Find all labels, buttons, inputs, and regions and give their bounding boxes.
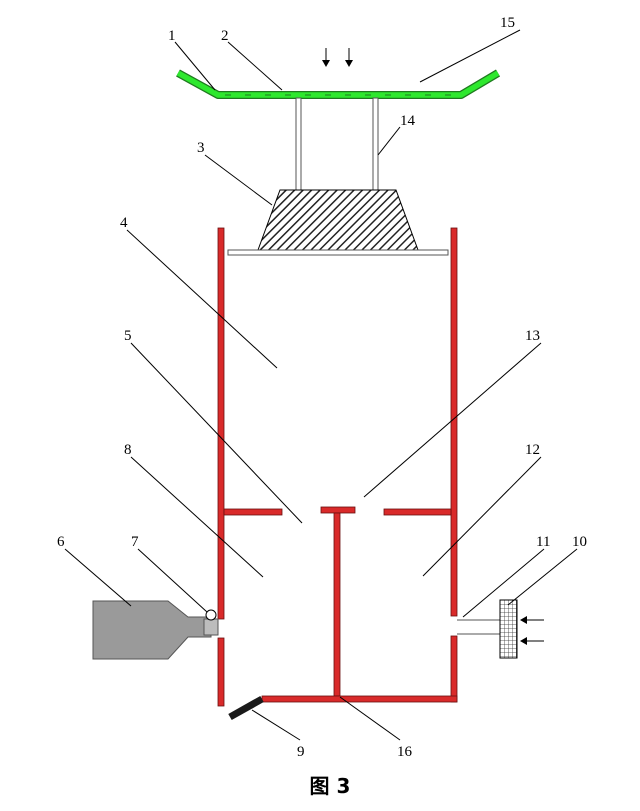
label-15: 15 bbox=[500, 15, 515, 31]
inlet-port bbox=[457, 599, 544, 659]
label-9: 9 bbox=[297, 744, 305, 760]
label-3: 3 bbox=[197, 140, 205, 156]
label-1: 1 bbox=[168, 28, 176, 44]
gas-container bbox=[92, 600, 219, 660]
label-14: 14 bbox=[400, 113, 416, 129]
pressure-arrows bbox=[322, 48, 353, 67]
top-plate-fill bbox=[176, 70, 500, 98]
vessel-walls bbox=[217, 227, 458, 707]
label-13: 13 bbox=[525, 328, 540, 344]
hatched-weight bbox=[257, 189, 419, 251]
label-7: 7 bbox=[131, 534, 139, 550]
top-plate bbox=[176, 69, 501, 99]
label-6: 6 bbox=[57, 534, 65, 550]
label-4: 4 bbox=[120, 215, 128, 231]
part-labels: 1 2 15 14 3 4 5 13 8 12 6 7 11 10 9 16 bbox=[57, 15, 587, 760]
mesh-filter bbox=[499, 599, 518, 659]
support-rods bbox=[295, 97, 379, 191]
label-2: 2 bbox=[221, 28, 229, 44]
label-10: 10 bbox=[572, 534, 587, 550]
label-16: 16 bbox=[397, 744, 413, 760]
label-5: 5 bbox=[124, 328, 132, 344]
label-8: 8 bbox=[124, 442, 132, 458]
label-11: 11 bbox=[536, 534, 550, 550]
figure-caption: 图 3 bbox=[310, 774, 351, 798]
label-12: 12 bbox=[525, 442, 540, 458]
drain-handle bbox=[228, 695, 264, 721]
leader-lines bbox=[64, 29, 578, 741]
valve bbox=[205, 609, 217, 621]
piston-plate bbox=[227, 249, 449, 256]
